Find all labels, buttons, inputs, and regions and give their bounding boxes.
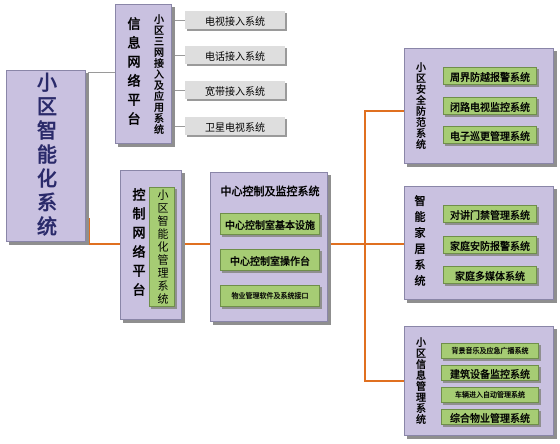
connector-info-4 (171, 126, 185, 127)
connector-trunk-smarthome (364, 243, 404, 245)
smart-home-label: 智能家居系统 (413, 195, 426, 291)
smart-home-item-intercom[interactable]: 对讲门禁管理系统 (443, 205, 537, 223)
smart-home-item-alarm[interactable]: 家庭安防报警系统 (443, 236, 537, 254)
connector-trunk-infomgmt (364, 380, 404, 382)
info-mgmt-item-vehicle[interactable]: 车辆进入自动管理系统 (441, 387, 539, 403)
info-mgmt-box[interactable]: 小区信息管理系统 背景音乐及应急广播系统 建筑设备监控系统 车辆进入自动管理系统… (404, 326, 554, 436)
connector-trunk-security (364, 110, 404, 112)
info-item-tv[interactable]: 电视接入系统 (185, 11, 285, 29)
info-mgmt-item-building[interactable]: 建筑设备监控系统 (441, 365, 539, 381)
security-item-cctv[interactable]: 闭路电视监控系统 (443, 97, 537, 115)
control-platform-box[interactable]: 控制网络平台 小区智能化管理系统 (120, 170, 182, 320)
center-title: 中心控制及监控系统 (220, 185, 320, 198)
connector-root-info-h (88, 72, 115, 73)
control-subsystem-label: 小区智能化管理系统 (156, 188, 169, 306)
root-system-box[interactable]: 小区智能化系统 (6, 70, 86, 242)
info-mgmt-label: 小区信息管理系统 (413, 337, 425, 425)
info-platform-box[interactable]: 信息网络平台 小区三网接入及应用系统 (115, 4, 172, 144)
info-subsystem-label: 小区三网接入及应用系统 (151, 13, 163, 135)
smart-home-item-multimedia[interactable]: 家庭多媒体系统 (443, 266, 537, 284)
center-control-box[interactable]: 中心控制及监控系统 中心控制室基本设施 中心控制室操作台 物业管理软件及系统接口 (210, 172, 328, 322)
smart-home-box[interactable]: 智能家居系统 对讲门禁管理系统 家庭安防报警系统 家庭多媒体系统 (404, 186, 554, 300)
connector-center-trunk (328, 243, 365, 245)
connector-info-1 (171, 20, 185, 21)
info-item-satellite[interactable]: 卫星电视系统 (185, 117, 285, 135)
security-item-patrol[interactable]: 电子巡更管理系统 (443, 126, 537, 144)
info-mgmt-item-broadcast[interactable]: 背景音乐及应急广播系统 (441, 343, 539, 359)
root-system-label: 小区智能化系统 (33, 72, 58, 240)
info-platform-label: 信息网络平台 (124, 17, 140, 131)
control-platform-label: 控制网络平台 (129, 188, 145, 302)
security-item-perimeter[interactable]: 周界防越报警系统 (443, 67, 537, 85)
center-item-console[interactable]: 中心控制室操作台 (220, 249, 320, 271)
info-item-broadband[interactable]: 宽带接入系统 (185, 81, 285, 99)
control-subsystem-box[interactable]: 小区智能化管理系统 (149, 187, 175, 307)
info-mgmt-item-property[interactable]: 综合物业管理系统 (441, 409, 539, 425)
center-item-software[interactable]: 物业管理软件及系统接口 (220, 285, 320, 307)
info-item-phone[interactable]: 电话接入系统 (185, 46, 285, 64)
connector-root-info (88, 72, 89, 134)
connector-root-control-v (88, 218, 90, 244)
connector-root-control-h (88, 243, 120, 245)
center-item-facilities[interactable]: 中心控制室基本设施 (220, 213, 320, 235)
security-label: 小区安全防范系统 (413, 62, 425, 150)
connector-right-trunk (364, 110, 366, 380)
connector-info-2 (171, 55, 185, 56)
connector-info-3 (171, 90, 185, 91)
connector-control-center (182, 243, 210, 245)
security-system-box[interactable]: 小区安全防范系统 周界防越报警系统 闭路电视监控系统 电子巡更管理系统 (404, 48, 554, 164)
